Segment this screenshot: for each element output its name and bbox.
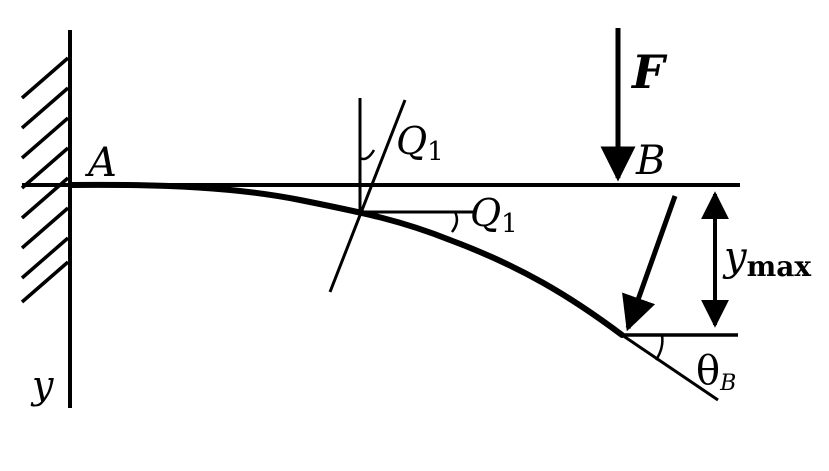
label-axis-y: y — [30, 363, 54, 407]
end-tangent-line — [621, 333, 719, 402]
label-theta-b: θB — [696, 348, 736, 396]
displacement-arrow — [622, 195, 678, 332]
deflection-curve — [67, 181, 625, 338]
label-force-f: F — [630, 45, 668, 99]
label-slope-angle-mid: Q1 — [470, 191, 518, 239]
label-ymax: ymax — [722, 234, 811, 283]
tangent-line-section — [328, 99, 407, 293]
label-free-end-b: B — [635, 138, 665, 184]
angle-arc-mid — [451, 211, 459, 233]
angle-arc-end — [654, 334, 664, 361]
label-slope-angle-top: Q1 — [396, 119, 444, 167]
fixed-wall-support — [20, 30, 72, 408]
angle-arc-top — [359, 149, 376, 161]
label-support-a: A — [84, 140, 117, 186]
